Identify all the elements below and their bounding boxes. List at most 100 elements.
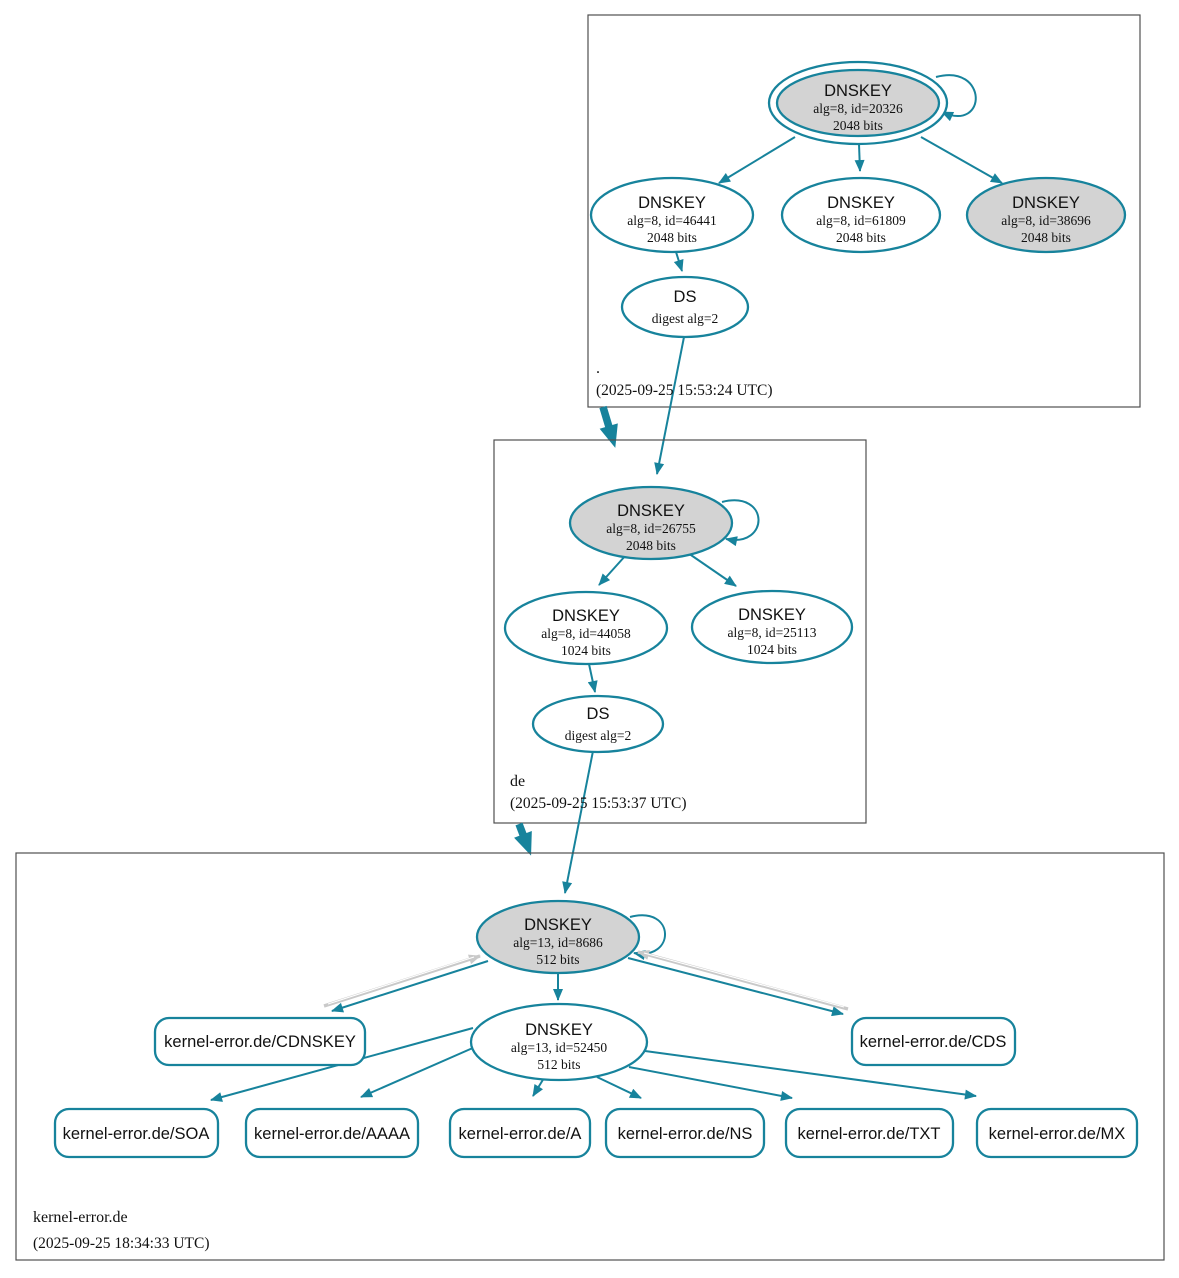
node-dnskey-25113[interactable]: DNSKEY alg=8, id=25113 1024 bits — [690, 589, 854, 665]
node-dnskey-61809[interactable]: DNSKEY alg=8, id=61809 2048 bits — [780, 176, 942, 254]
dnskey-26755-alg: alg=8, id=26755 — [606, 521, 696, 536]
dnskey-38696-alg: alg=8, id=38696 — [1001, 213, 1091, 228]
ds-de-digest: digest alg=2 — [565, 728, 631, 743]
node-rrset-cdnskey[interactable]: kernel-error.de/CDNSKEY — [153, 1016, 367, 1067]
dnskey-61809-alg: alg=8, id=61809 — [816, 213, 906, 228]
dnskey-25113-alg: alg=8, id=25113 — [728, 625, 817, 640]
edge-zsk46441-to-ds — [673, 251, 684, 272]
dnskey-20326-alg: alg=8, id=20326 — [813, 101, 903, 116]
node-dnskey-26755[interactable]: DNSKEY alg=8, id=26755 2048 bits — [568, 485, 734, 561]
dnskey-44058-bits: 1024 bits — [561, 643, 611, 658]
node-dnskey-38696[interactable]: DNSKEY alg=8, id=38696 2048 bits — [965, 176, 1127, 254]
edge-zsk52450-to-ns — [596, 1076, 642, 1099]
edge-ksk26755-to-zsk44058 — [598, 554, 627, 586]
dnskey-26755-bits: 2048 bits — [626, 538, 676, 553]
dnskey-20326-title: DNSKEY — [824, 82, 892, 100]
edge-cdnskey-to-ksk8686-core — [327, 956, 475, 1005]
node-dnskey-8686[interactable]: DNSKEY alg=13, id=8686 512 bits — [475, 899, 641, 975]
node-dnskey-20326[interactable]: DNSKEY alg=8, id=20326 2048 bits — [767, 60, 949, 146]
dnskey-61809-title: DNSKEY — [827, 194, 895, 212]
rrset-a-rect — [448, 1107, 592, 1159]
dnskey-52450-bits: 512 bits — [537, 1057, 580, 1072]
edge-ksk20326-to-ksk38696 — [920, 136, 1003, 184]
dnskey-8686-bits: 512 bits — [536, 952, 579, 967]
self-loop-ksk20326 — [935, 74, 977, 122]
edge-zone-root-to-de — [599, 405, 618, 448]
rrset-ns-rect — [604, 1107, 766, 1159]
zone-root: DNSKEY alg=8, id=20326 2048 bits DNSKEY … — [587, 14, 1141, 475]
rrset-a-label: kernel-error.de/A — [459, 1125, 582, 1143]
node-ds-de[interactable]: DS digest alg=2 — [531, 694, 665, 754]
rrset-ns-label: kernel-error.de/NS — [618, 1125, 753, 1143]
node-rrset-cds[interactable]: kernel-error.de/CDS — [850, 1016, 1017, 1067]
rrset-cds-rect — [850, 1016, 1017, 1067]
dnskey-44058-alg: alg=8, id=44058 — [541, 626, 631, 641]
node-dnskey-44058[interactable]: DNSKEY alg=8, id=44058 1024 bits — [503, 590, 669, 666]
zone-box-de — [493, 439, 867, 824]
dnskey-46441-bits: 2048 bits — [647, 230, 697, 245]
zone-label-de: de — [510, 773, 525, 790]
dnskey-8686-ellipse — [475, 899, 641, 975]
dnskey-38696-ellipse — [965, 176, 1127, 254]
zone-de: DNSKEY alg=8, id=26755 2048 bits DNSKEY … — [493, 439, 867, 894]
ds-de-title: DS — [587, 705, 610, 723]
zone-kernel-error: DNSKEY alg=13, id=8686 512 bits DNSKEY a… — [15, 852, 1165, 1261]
edge-zsk52450-to-aaaa — [360, 1046, 476, 1098]
zone-timestamp-de: (2025-09-25 15:53:37 UTC) — [510, 795, 687, 812]
dnskey-8686-title: DNSKEY — [524, 916, 592, 934]
edge-cdnskey-to-ksk8686 — [323, 954, 481, 1008]
edge-cds-to-ksk8686-core — [643, 952, 845, 1008]
rrset-soa-label: kernel-error.de/SOA — [63, 1125, 210, 1143]
zone-timestamp-kernel-error: (2025-09-25 18:34:33 UTC) — [33, 1235, 210, 1252]
dnskey-46441-title: DNSKEY — [638, 194, 706, 212]
dnskey-52450-ellipse — [469, 1002, 649, 1082]
edge-zone-de-to-kernel-error — [514, 822, 532, 856]
rrset-cdnskey-label: kernel-error.de/CDNSKEY — [164, 1033, 356, 1051]
dnskey-8686-alg: alg=13, id=8686 — [513, 935, 603, 950]
edge-cds-to-ksk8686 — [637, 950, 849, 1011]
edge-zsk52450-to-a — [532, 1077, 545, 1097]
node-dnskey-52450[interactable]: DNSKEY alg=13, id=52450 512 bits — [469, 1002, 649, 1082]
edge-ksk8686-to-cdnskey — [331, 960, 489, 1013]
node-dnskey-46441[interactable]: DNSKEY alg=8, id=46441 2048 bits — [589, 176, 755, 254]
zone-box-kernel-error — [15, 852, 1165, 1261]
ds-root-ellipse — [620, 275, 750, 339]
edge-ksk26755-to-zsk25113 — [687, 552, 737, 587]
dnskey-38696-title: DNSKEY — [1012, 194, 1080, 212]
zone-timestamp-root: (2025-09-25 15:53:24 UTC) — [596, 382, 773, 399]
ds-root-digest: digest alg=2 — [652, 311, 718, 326]
edge-ksk20326-to-zsk61809 — [854, 143, 865, 172]
ds-root-title: DS — [674, 288, 697, 306]
dnskey-52450-title: DNSKEY — [525, 1021, 593, 1039]
zone-label-kernel-error: kernel-error.de — [33, 1209, 128, 1226]
edge-zsk52450-to-mx — [644, 1050, 977, 1100]
dnskey-46441-alg: alg=8, id=46441 — [627, 213, 716, 228]
edge-ksk20326-to-zsk46441 — [718, 136, 796, 184]
edge-ds-root-to-ksk26755 — [654, 336, 685, 475]
node-rrset-mx[interactable]: kernel-error.de/MX — [975, 1107, 1139, 1159]
dnskey-44058-ellipse — [503, 590, 669, 666]
dnskey-25113-ellipse — [690, 589, 854, 665]
rrset-cds-label: kernel-error.de/CDS — [860, 1033, 1007, 1051]
node-ds-root[interactable]: DS digest alg=2 — [620, 275, 750, 339]
rrset-txt-label: kernel-error.de/TXT — [797, 1125, 940, 1143]
node-rrset-txt[interactable]: kernel-error.de/TXT — [784, 1107, 955, 1159]
dnskey-61809-bits: 2048 bits — [836, 230, 886, 245]
edge-ksk8686-to-cds — [627, 957, 844, 1017]
dnskey-46441-ellipse — [589, 176, 755, 254]
rrset-cdnskey-rect — [153, 1016, 367, 1067]
ds-de-ellipse — [531, 694, 665, 754]
zone-box-root — [587, 14, 1141, 408]
node-rrset-aaaa[interactable]: kernel-error.de/AAAA — [244, 1107, 420, 1159]
dnskey-20326-bits: 2048 bits — [833, 118, 883, 133]
node-rrset-ns[interactable]: kernel-error.de/NS — [604, 1107, 766, 1159]
node-rrset-a[interactable]: kernel-error.de/A — [448, 1107, 592, 1159]
node-rrset-soa[interactable]: kernel-error.de/SOA — [53, 1107, 220, 1159]
rrset-aaaa-rect — [244, 1107, 420, 1159]
rrset-aaaa-label: kernel-error.de/AAAA — [254, 1125, 410, 1143]
rrset-mx-label: kernel-error.de/MX — [989, 1125, 1126, 1143]
edge-zsk44058-to-ds-de — [587, 663, 598, 693]
dnskey-20326-ellipse — [775, 68, 941, 138]
rrset-txt-rect — [784, 1107, 955, 1159]
